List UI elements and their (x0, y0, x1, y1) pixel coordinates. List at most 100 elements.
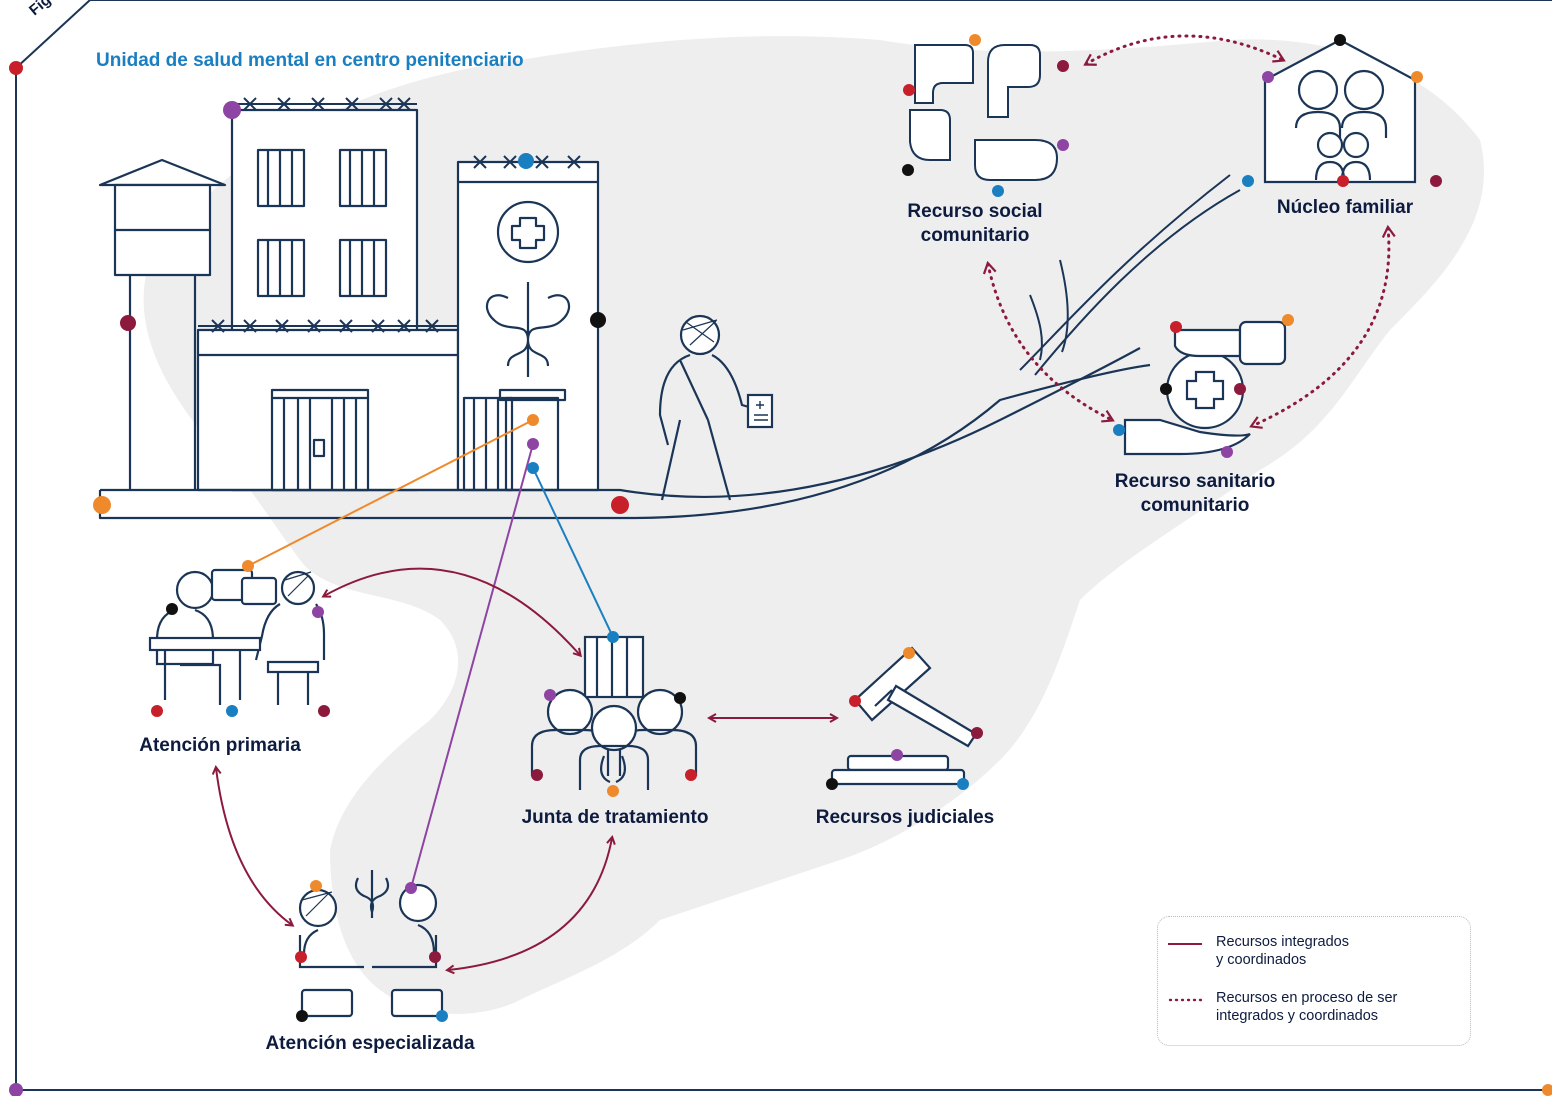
connector-node (607, 631, 619, 643)
connector-node (120, 315, 136, 331)
wire-cross (211, 319, 225, 333)
connector-node (242, 560, 254, 572)
wire-cross (339, 319, 353, 333)
connector-node (1170, 321, 1182, 333)
gavel-icon (830, 646, 978, 786)
solid-connectors (247, 419, 614, 889)
connector-node (429, 951, 441, 963)
connector-node (611, 496, 629, 514)
frame-node (1542, 1084, 1552, 1096)
in-process-arrows (982, 34, 1396, 429)
connector-node (590, 312, 606, 328)
connector-node (1160, 383, 1172, 395)
wire-cross (425, 319, 439, 333)
connector-node (1113, 424, 1125, 436)
connector-node (296, 1010, 308, 1022)
connector-node (1337, 175, 1349, 187)
connector-node (531, 769, 543, 781)
connector-node (992, 185, 1004, 197)
label-atencion-primaria: Atención primaria (139, 735, 301, 756)
frame (15, 0, 1552, 1091)
legend-item-in-process: Recursos en proceso de ser integrados y … (1168, 989, 1397, 1025)
specialized-care-icon (298, 870, 444, 1018)
connector-node (685, 769, 697, 781)
connector-node (1057, 60, 1069, 72)
frame-node (9, 61, 23, 75)
dotted-line-swatch (1168, 998, 1202, 1002)
wire-cross (397, 97, 411, 111)
wire-cross (277, 97, 291, 111)
connector-node (93, 496, 111, 514)
connector-node (971, 727, 983, 739)
label-recurso-social: Recurso social comunitario (907, 201, 1043, 246)
label-junta-tratamiento: Junta de tratamiento (521, 807, 709, 828)
connector-node (166, 603, 178, 615)
connector-node (223, 101, 241, 119)
connector-node (607, 785, 619, 797)
wire-cross (307, 319, 321, 333)
social-hands-icon (909, 44, 1059, 181)
wire-cross (473, 155, 487, 169)
wire-cross (535, 155, 549, 169)
connector-node (674, 692, 686, 704)
connector-node (891, 749, 903, 761)
connector-node (436, 1010, 448, 1022)
connector-node (1242, 175, 1254, 187)
connector-node (902, 164, 914, 176)
connector-node (295, 951, 307, 963)
family-house-icon (1263, 38, 1417, 184)
connector-node (312, 606, 324, 618)
connector-node (1262, 71, 1274, 83)
connector-node (527, 462, 539, 474)
connector-node (527, 414, 539, 426)
connector-node (1282, 314, 1294, 326)
connector-node (903, 84, 915, 96)
wire-cross (503, 155, 517, 169)
frame-node (9, 1083, 23, 1096)
solid-line-swatch (1168, 943, 1202, 945)
connector-node (310, 880, 322, 892)
connector-node (826, 778, 838, 790)
label-atencion-especializada: Atención especializada (265, 1033, 475, 1054)
walking-patient-icon (658, 314, 774, 501)
connector-node (957, 778, 969, 790)
connector-node (518, 153, 534, 169)
wire-cross (371, 319, 385, 333)
wire-cross (379, 97, 393, 111)
connector-node (527, 438, 539, 450)
wire-cross (243, 319, 257, 333)
label-recurso-sanitario: Recurso sanitario comunitario (1114, 471, 1276, 516)
legend-item-integrated: Recursos integrados y coordinados (1168, 933, 1349, 969)
connector-node (151, 705, 163, 717)
connector-node (226, 705, 238, 717)
wire-cross (311, 97, 325, 111)
integrated-arrows (216, 567, 836, 970)
node-dots (93, 34, 1442, 1022)
connector-node (1234, 383, 1246, 395)
connector-node (318, 705, 330, 717)
connector-node (903, 647, 915, 659)
wire-cross (567, 155, 581, 169)
label-recursos-judiciales: Recursos judiciales (815, 807, 995, 828)
diagram-title: Unidad de salud mental en centro peniten… (96, 50, 524, 71)
connector-node (544, 689, 556, 701)
connector-node (1334, 34, 1346, 46)
connector-node (969, 34, 981, 46)
legend-label-in-process: Recursos en proceso de ser integrados y … (1216, 990, 1398, 1024)
prison-building-icon (98, 108, 1151, 520)
connector-node (405, 882, 417, 894)
legend: Recursos integrados y coordinados Recurs… (1157, 916, 1471, 1046)
connector-node (1411, 71, 1423, 83)
wire-cross (345, 97, 359, 111)
connector-node (1430, 175, 1442, 187)
wire-cross (275, 319, 289, 333)
connector-node (1221, 446, 1233, 458)
connector-node (1057, 139, 1069, 151)
barbed-wire (198, 97, 598, 333)
label-nucleo-familiar: Núcleo familiar (1276, 197, 1414, 218)
treatment-board-icon (530, 635, 698, 790)
connector-node (849, 695, 861, 707)
primary-care-icon (148, 568, 326, 705)
legend-label-integrated: Recursos integrados y coordinados (1216, 934, 1349, 968)
